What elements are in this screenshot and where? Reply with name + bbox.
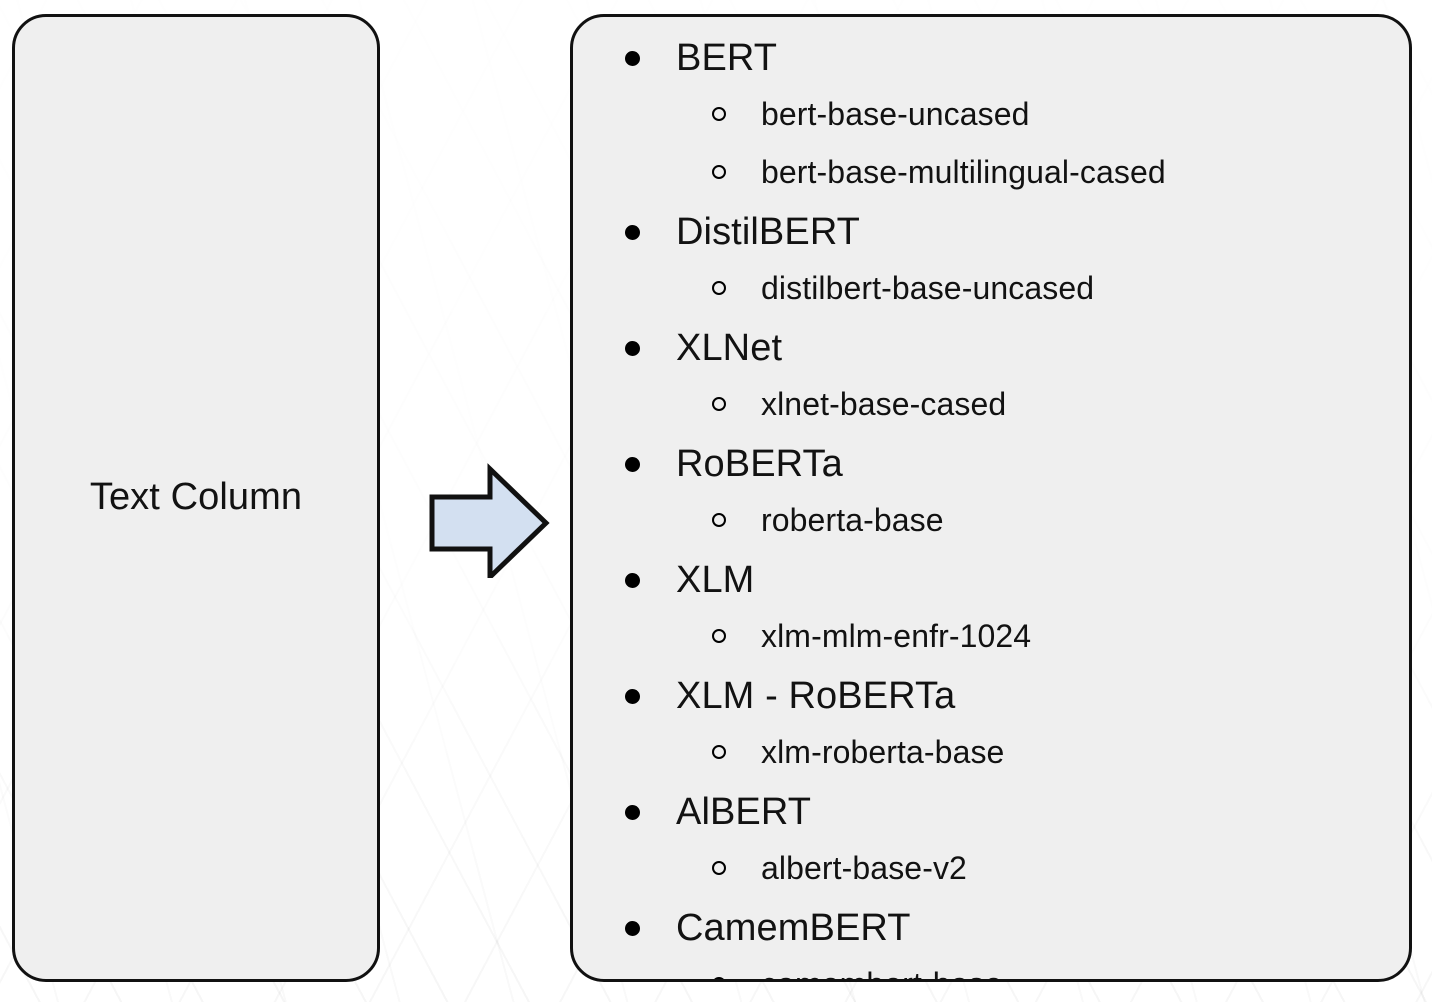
model-variant-row[interactable]: distilbert-base-uncased [573, 268, 1409, 326]
hollow-circle-bullet-icon [712, 848, 730, 888]
model-group-row[interactable]: DistilBERT [573, 210, 1409, 268]
model-group-label: CamemBERT [676, 907, 911, 949]
hollow-circle-bullet-icon [712, 500, 730, 540]
model-variant-row[interactable]: bert-base-multilingual-cased [573, 152, 1409, 210]
model-group-label: XLM [676, 559, 755, 601]
filled-circle-bullet-icon [625, 36, 645, 81]
hollow-circle-bullet-icon [712, 152, 730, 192]
filled-circle-bullet-icon [625, 790, 645, 835]
filled-circle-bullet-icon [625, 326, 645, 371]
model-group: AlBERT albert-base-v2 [573, 790, 1409, 906]
text-column-panel: Text Column [12, 14, 380, 982]
model-group: XLNet xlnet-base-cased [573, 326, 1409, 442]
model-variant-label: xlm-roberta-base [761, 734, 1005, 770]
model-variant-label: bert-base-multilingual-cased [761, 154, 1166, 190]
model-variant-label: bert-base-uncased [761, 96, 1030, 132]
model-group-row[interactable]: RoBERTa [573, 442, 1409, 500]
model-variant-label: albert-base-v2 [761, 850, 967, 886]
model-group-row[interactable]: XLM - RoBERTa [573, 674, 1409, 732]
model-group-list: BERT bert-base-uncased bert-base-multili… [573, 36, 1409, 979]
model-group-label: RoBERTa [676, 443, 843, 485]
model-variant-label: roberta-base [761, 502, 944, 538]
hollow-circle-bullet-icon [712, 268, 730, 308]
hollow-circle-bullet-icon [712, 94, 730, 134]
hollow-circle-bullet-icon [712, 964, 730, 979]
models-panel: BERT bert-base-uncased bert-base-multili… [570, 14, 1412, 982]
hollow-circle-bullet-icon [712, 732, 730, 772]
model-group: RoBERTa roberta-base [573, 442, 1409, 558]
filled-circle-bullet-icon [625, 210, 645, 255]
model-variant-row[interactable]: roberta-base [573, 500, 1409, 558]
model-variant-row[interactable]: camembert-base [573, 964, 1409, 979]
model-variant-list: xlm-roberta-base [573, 732, 1409, 790]
model-variant-row[interactable]: albert-base-v2 [573, 848, 1409, 906]
model-group: BERT bert-base-uncased bert-base-multili… [573, 36, 1409, 210]
filled-circle-bullet-icon [625, 442, 645, 487]
model-variant-list: bert-base-uncased bert-base-multilingual… [573, 94, 1409, 210]
model-variant-list: albert-base-v2 [573, 848, 1409, 906]
text-column-label: Text Column [89, 476, 303, 519]
model-variant-list: distilbert-base-uncased [573, 268, 1409, 326]
model-variant-row[interactable]: xlnet-base-cased [573, 384, 1409, 442]
model-group-row[interactable]: XLM [573, 558, 1409, 616]
model-variant-list: roberta-base [573, 500, 1409, 558]
model-group-label: BERT [676, 37, 778, 79]
filled-circle-bullet-icon [625, 674, 645, 719]
model-variant-label: distilbert-base-uncased [761, 270, 1095, 306]
hollow-circle-bullet-icon [712, 384, 730, 424]
model-group-label: DistilBERT [676, 211, 860, 253]
model-variant-label: xlnet-base-cased [761, 386, 1007, 422]
right-arrow-icon [426, 463, 552, 583]
model-group-row[interactable]: BERT [573, 36, 1409, 94]
model-group: DistilBERT distilbert-base-uncased [573, 210, 1409, 326]
filled-circle-bullet-icon [625, 558, 645, 603]
model-variant-row[interactable]: bert-base-uncased [573, 94, 1409, 152]
model-group-row[interactable]: CamemBERT [573, 906, 1409, 964]
model-group-row[interactable]: XLNet [573, 326, 1409, 384]
model-group-label: XLNet [676, 327, 783, 369]
model-group: XLM - RoBERTa xlm-roberta-base [573, 674, 1409, 790]
model-group-label: XLM - RoBERTa [676, 675, 956, 717]
model-group: XLM xlm-mlm-enfr-1024 [573, 558, 1409, 674]
hollow-circle-bullet-icon [712, 616, 730, 656]
model-variant-row[interactable]: xlm-roberta-base [573, 732, 1409, 790]
model-group: CamemBERT camembert-base [573, 906, 1409, 979]
model-variant-list: xlm-mlm-enfr-1024 [573, 616, 1409, 674]
model-variant-list: camembert-base [573, 964, 1409, 979]
model-variant-row[interactable]: xlm-mlm-enfr-1024 [573, 616, 1409, 674]
filled-circle-bullet-icon [625, 906, 645, 951]
model-variant-label: camembert-base [761, 964, 1003, 979]
model-variant-label: xlm-mlm-enfr-1024 [761, 618, 1032, 654]
model-group-row[interactable]: AlBERT [573, 790, 1409, 848]
model-group-label: AlBERT [676, 791, 812, 833]
model-variant-list: xlnet-base-cased [573, 384, 1409, 442]
